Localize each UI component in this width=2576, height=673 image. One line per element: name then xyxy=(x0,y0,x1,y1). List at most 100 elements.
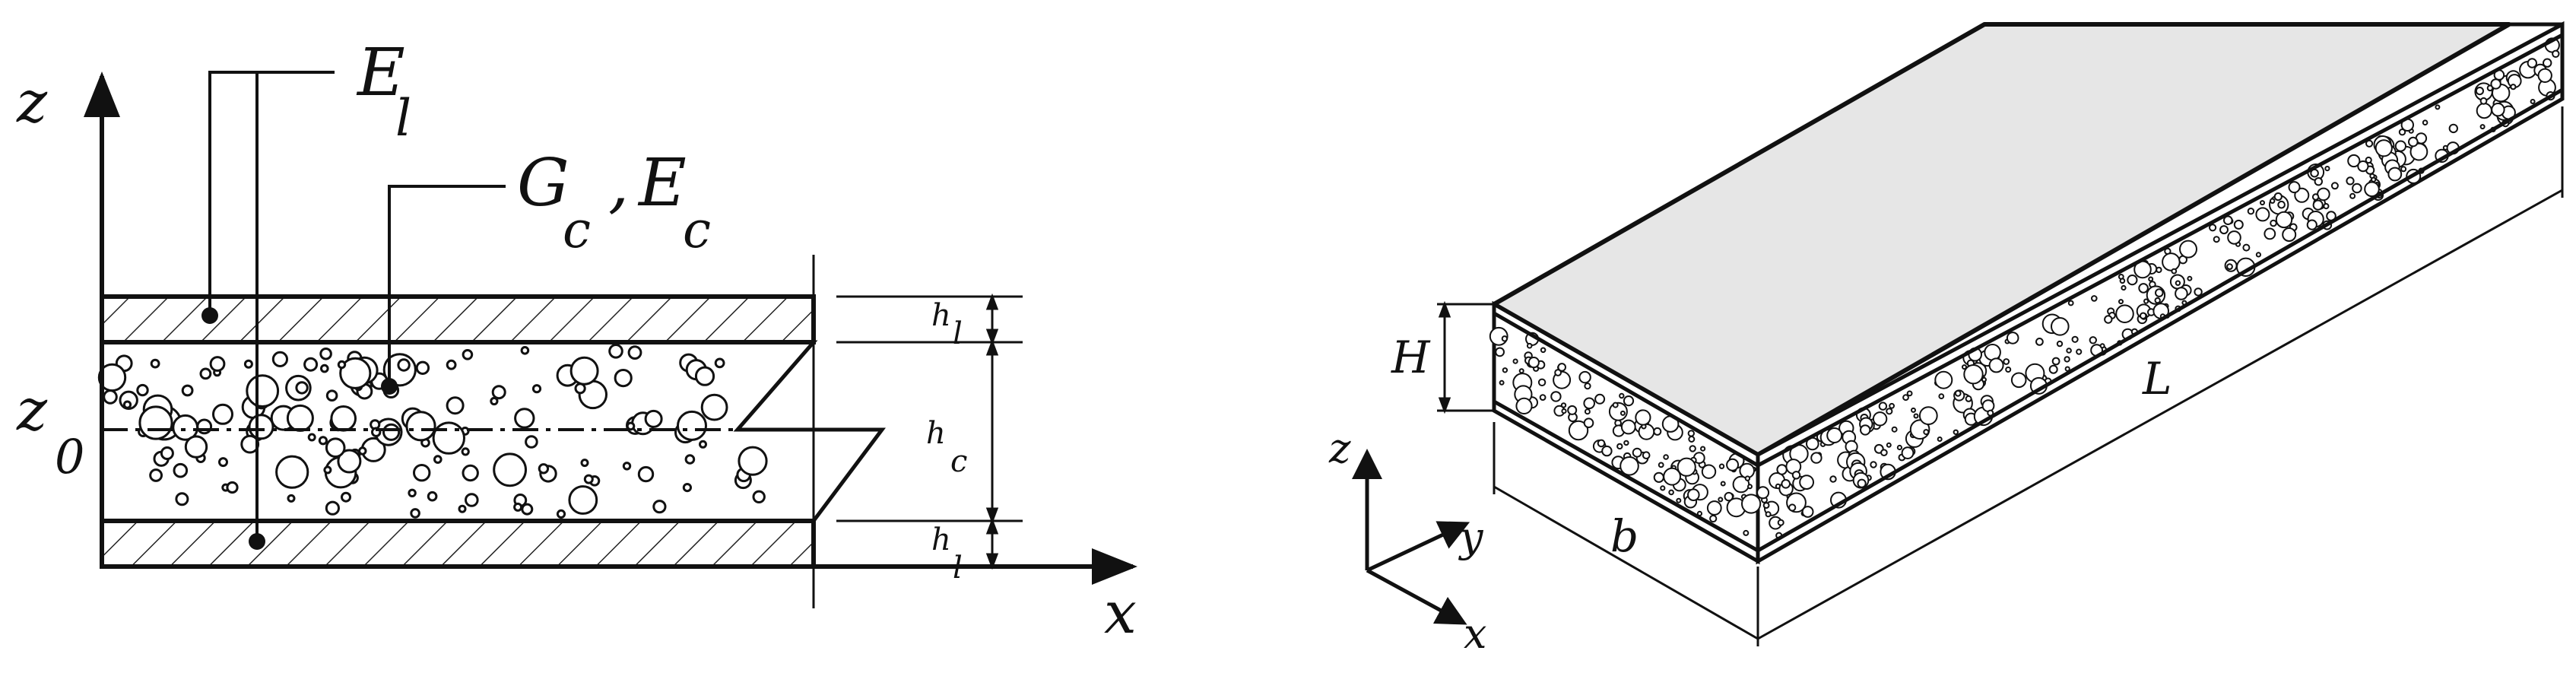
foam-cell xyxy=(514,408,535,429)
top-face-thickness-label: h xyxy=(931,298,951,333)
foam-cell xyxy=(2067,300,2074,306)
foam-cell xyxy=(1550,391,1562,402)
foam-cell xyxy=(1988,357,2004,373)
foam-cell xyxy=(2048,364,2058,374)
foam-cell xyxy=(2091,295,2098,302)
foam-cell xyxy=(2552,49,2560,59)
foam-cell xyxy=(568,485,598,515)
foam-cell xyxy=(513,502,523,512)
foam-cell xyxy=(160,446,174,460)
foam-cell xyxy=(2347,154,2361,168)
foam-cell xyxy=(1635,409,1651,426)
foam-cell xyxy=(1857,478,1867,488)
foam-cell xyxy=(1653,471,1664,483)
face-modulus-subscript: l xyxy=(395,89,411,148)
foam-cell xyxy=(2118,299,2124,305)
foam-cell xyxy=(1623,395,1635,407)
foam-cell xyxy=(1620,456,1639,476)
foam-cell xyxy=(1788,503,1797,512)
foam-cell xyxy=(521,503,534,516)
foam-cell xyxy=(2156,266,2162,274)
foam-cell xyxy=(1537,378,1547,386)
foam-cell xyxy=(1963,364,1984,385)
leader-dot-bottom-face xyxy=(249,533,265,550)
comma-separator: , xyxy=(608,145,629,221)
foam-cell xyxy=(410,508,420,519)
foam-cell xyxy=(1495,347,1505,357)
foam-cell xyxy=(1741,494,1762,514)
bottom-face-thickness-subscript: l xyxy=(953,551,963,586)
foam-cell xyxy=(1601,445,1613,457)
foam-cell xyxy=(2051,357,2060,366)
foam-cell xyxy=(2364,181,2380,198)
core-thickness-label: h xyxy=(926,416,946,451)
foam-cell xyxy=(1801,506,1814,518)
foam-cell xyxy=(303,357,319,372)
foam-cell xyxy=(1560,402,1567,408)
foam-cell xyxy=(1584,383,1591,390)
foam-cell xyxy=(462,349,474,360)
foam-cell xyxy=(493,452,527,487)
foam-cell xyxy=(2475,87,2484,96)
length-dimension xyxy=(1757,106,2564,640)
foam-cell xyxy=(1799,475,1815,490)
isometric-panel-view: H b L z y x xyxy=(1328,21,2565,658)
foam-cell xyxy=(626,421,636,431)
foam-cell xyxy=(2371,176,2377,183)
foam-cell xyxy=(1906,390,1913,397)
leader-el-1 xyxy=(208,71,335,316)
foam-cell xyxy=(699,440,707,449)
coordinate-triad xyxy=(1352,449,1470,625)
foam-cell xyxy=(1660,485,1666,491)
foam-cell xyxy=(2448,123,2459,134)
foam-cell xyxy=(1981,399,1995,412)
foam-cell xyxy=(2277,200,2286,209)
foam-cell xyxy=(461,447,470,456)
foam-cell xyxy=(325,500,340,516)
foam-cell xyxy=(1889,402,1896,409)
foam-cell xyxy=(1726,458,1740,471)
height-dimension xyxy=(1437,300,1494,414)
foam-cell xyxy=(209,356,226,372)
foam-cell xyxy=(2317,187,2330,202)
foam-cell xyxy=(2223,215,2233,226)
foam-cell xyxy=(2260,200,2265,206)
foam-cell xyxy=(2346,176,2355,186)
foam-cell xyxy=(2162,252,2181,271)
foam-cell xyxy=(2187,275,2193,281)
foam-cell xyxy=(569,356,599,386)
foam-cell xyxy=(2311,193,2320,201)
cross-section-view: z x z 0 E l G c , E c h l h c h l xyxy=(16,35,1137,646)
foam-cell xyxy=(2324,166,2330,172)
foam-cell xyxy=(2138,283,2149,294)
foam-cell xyxy=(1663,454,1669,460)
foam-cell xyxy=(337,449,362,474)
foam-cell xyxy=(1937,436,1943,442)
foam-cell xyxy=(2422,119,2428,125)
foam-cell xyxy=(1902,394,1909,402)
foam-cell xyxy=(341,491,351,503)
foam-cell xyxy=(1886,442,1892,448)
leader-core xyxy=(388,185,506,386)
leader-dot-core xyxy=(381,378,398,395)
foam-cell xyxy=(608,344,623,359)
foam-cell xyxy=(103,389,118,405)
foam-cell xyxy=(677,410,707,441)
foam-cell xyxy=(2242,243,2251,252)
foam-cell xyxy=(491,385,506,400)
foam-cell xyxy=(682,483,693,493)
foam-cell xyxy=(1810,452,1823,464)
foam-cell xyxy=(2352,183,2362,194)
foam-cell xyxy=(2035,338,2044,346)
foam-cell xyxy=(287,494,296,503)
foam-cell xyxy=(446,359,457,370)
foam-cell xyxy=(694,366,715,386)
bottom-face-thickness-label: h xyxy=(931,522,951,557)
foam-cell xyxy=(1540,347,1547,354)
foam-cell xyxy=(2066,348,2072,354)
foam-cell xyxy=(2227,230,2241,245)
foam-cell xyxy=(2175,287,2188,300)
foam-cell xyxy=(2154,297,2161,304)
foam-cell xyxy=(136,383,149,397)
foam-cell xyxy=(2219,225,2229,235)
